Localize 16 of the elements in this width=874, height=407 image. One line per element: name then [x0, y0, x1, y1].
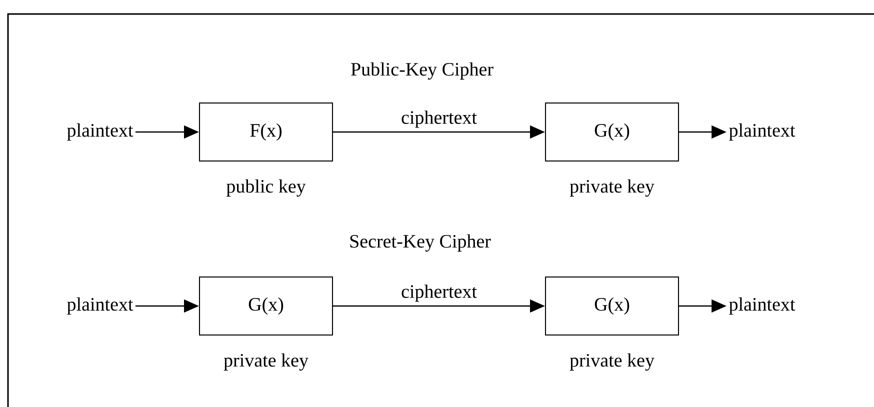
function-box: F(x) [199, 102, 333, 162]
plaintext-label: plaintext [729, 123, 796, 141]
plaintext-label: plaintext [67, 297, 134, 315]
key-label: private key [570, 179, 654, 197]
key-label: private key [570, 353, 654, 371]
function-box: G(x) [199, 276, 333, 336]
key-label: public key [226, 179, 306, 197]
plaintext-label: plaintext [67, 123, 134, 141]
function-box: G(x) [545, 276, 679, 336]
edge-label: ciphertext [400, 284, 478, 303]
plaintext-label: plaintext [729, 297, 796, 315]
edge-label: ciphertext [400, 110, 478, 129]
key-label: private key [224, 353, 308, 371]
function-box: G(x) [545, 102, 679, 162]
section-heading: Public-Key Cipher [351, 62, 494, 80]
section-heading: Secret-Key Cipher [350, 234, 491, 252]
